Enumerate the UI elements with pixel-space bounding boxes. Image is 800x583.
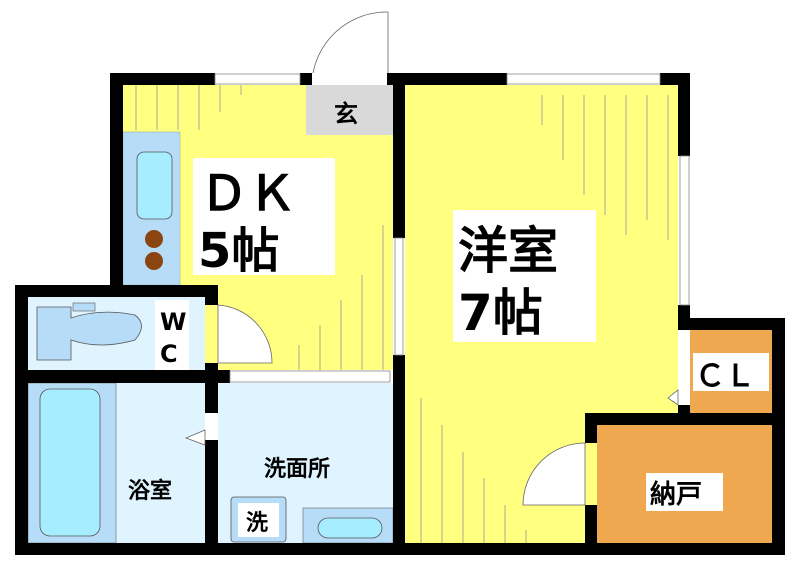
stove-burner-icon bbox=[145, 252, 163, 270]
western-label-bg bbox=[453, 210, 596, 342]
bath-label: 浴室 bbox=[128, 478, 172, 504]
wc-door bbox=[217, 304, 273, 364]
wc-label-c: C bbox=[160, 340, 178, 368]
dk-size: 5帖 bbox=[198, 223, 279, 279]
windows bbox=[214, 73, 690, 383]
western-room-size: 7帖 bbox=[458, 284, 543, 342]
wc-label-w: W bbox=[160, 308, 186, 336]
dk-label-bg bbox=[193, 158, 335, 275]
wc-label-bg bbox=[155, 300, 189, 370]
flooring-lines bbox=[135, 85, 669, 543]
entrance-label: 玄 bbox=[334, 100, 358, 128]
sink-icon bbox=[136, 151, 173, 220]
doors[interactable] bbox=[184, 11, 679, 506]
closet-label-bg bbox=[693, 353, 769, 391]
closet-door bbox=[667, 389, 679, 406]
entrance-door bbox=[312, 11, 389, 74]
washer-label: 洗 bbox=[246, 511, 268, 536]
stove-burner-icon bbox=[145, 230, 163, 248]
western-room-name: 洋室 bbox=[458, 222, 558, 280]
closet-label: ＣＬ bbox=[695, 359, 755, 394]
walls bbox=[15, 73, 785, 555]
entrance-floor bbox=[306, 85, 393, 135]
washroom-label: 洗面所 bbox=[264, 457, 330, 482]
washer-label-bg bbox=[238, 503, 279, 537]
bath-door bbox=[184, 429, 206, 446]
basin-icon bbox=[317, 517, 383, 539]
dk-name: ＤＫ bbox=[200, 166, 296, 222]
bathtub-basin-icon bbox=[39, 388, 101, 537]
toilet-tank-icon bbox=[72, 302, 96, 312]
storage-label-bg bbox=[646, 473, 723, 511]
toilet-icon bbox=[36, 306, 142, 361]
storage-door bbox=[522, 442, 586, 506]
storage-label: 納戸 bbox=[650, 479, 702, 510]
